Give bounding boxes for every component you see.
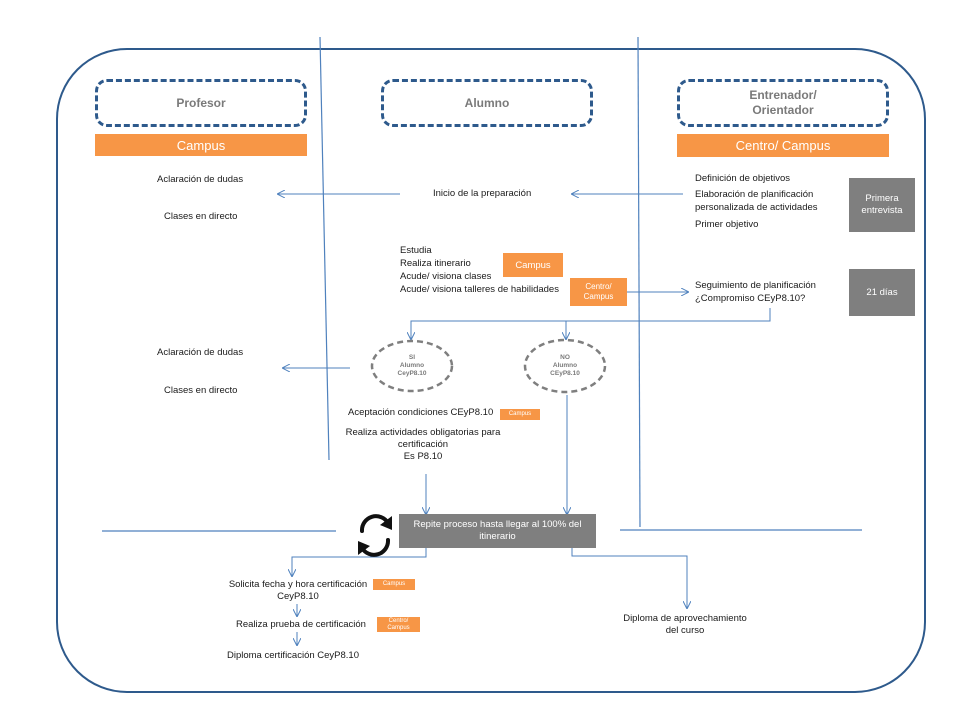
student-title: Alumno [464,95,510,110]
certification-request-badge: Campus [373,579,415,590]
decision-no-label: NO Alumno CEyP8.10 [540,354,590,378]
repeat-line2: itinerario [479,531,516,542]
decision-yes-label: SI Alumno CeyP8.10 [387,354,437,378]
certification-exam-badge: Centro/ Campus [377,617,420,632]
achievement-diploma-line2: del curso [665,625,705,636]
teacher-platform-label: Campus [176,137,226,153]
teacher-platform-bar: Campus [95,134,307,156]
decision-yes-line3: CeyP8.10 [397,370,427,377]
repeat-line1: Repite proceso hasta llegar al 100% del [413,519,582,530]
certification-request: Solicita fecha y hora certificación CeyP… [210,579,386,603]
arrow-followup-to-decisions [411,308,771,339]
repeat-process-box: Repite proceso hasta llegar al 100% del … [399,514,596,548]
certification-exam-badge-line1: Centro/ [388,617,409,624]
first-interview-line2: entrevista [861,205,903,216]
decision-yes-line1: SI [408,354,416,361]
mandatory-activities: Realiza actividades obligatorias para ce… [330,427,516,463]
teacher-live-classes-top: Clases en directo [164,211,238,222]
mandatory-line3: Es P8.10 [403,451,443,462]
teacher-title: Profesor [176,95,226,110]
coach-platform-bar: Centro/ Campus [677,134,889,157]
refresh-cycle-icon [360,514,390,557]
teacher-doubts-mid: Aclaración de dudas [157,347,244,358]
days-label: 21 días [866,286,898,298]
student-workshops: Acude/ visiona talleres de habilidades [400,284,559,295]
first-interview-line1: Primera [865,193,899,204]
certification-diploma: Diploma certificación CeyP8.10 [227,650,360,661]
followup-line2: ¿Compromiso CEyP8.10? [695,293,806,304]
column-divider-left [319,36,330,461]
certification-exam-badge-line2: Campus [387,624,410,631]
student-studies: Estudia [400,245,432,256]
coach-title-line2: Orientador [752,103,814,117]
mandatory-line1: Realiza actividades obligatorias para [345,427,501,438]
acceptance-conditions: Aceptación condiciones CEyP8.10 [348,407,494,418]
certification-request-badge-label: Campus [382,581,406,587]
mandatory-line2: certificación [397,439,449,450]
decision-yes-line2: Alumno [399,362,425,369]
campus-badge-activities-label: Campus [515,259,551,271]
prep-start-label: Inicio de la preparación [433,188,532,199]
coach-planning-line2: personalizada de actividades [695,202,818,213]
acceptance-campus-badge-label: Campus [508,411,532,417]
arrow-repeat-to-diploma [571,548,687,608]
column-header-teacher: Profesor [95,79,307,127]
column-header-student: Alumno [381,79,593,127]
certification-request-line2: CeyP8.10 [277,591,319,602]
decision-no-line1: NO [560,354,570,361]
centre-campus-badge-line2: Campus [583,292,614,301]
centre-campus-badge-activities: Centro/ Campus [570,278,627,306]
student-classes: Acude/ visiona clases [400,271,492,282]
decision-no-oval [523,338,607,394]
decision-no-line2: Alumno [552,362,578,369]
campus-badge-activities: Campus [503,253,563,277]
outer-frame [56,48,926,693]
coach-title-line1: Entrenador/ [749,88,817,102]
coach-first-goal: Primer objetivo [695,219,759,230]
days-box: 21 días [849,269,915,316]
acceptance-campus-badge: Campus [500,409,540,420]
certification-exam: Realiza prueba de certificación [236,619,366,630]
coach-platform-label: Centro/ Campus [735,138,831,153]
teacher-doubts-top: Aclaración de dudas [157,174,244,185]
centre-campus-badge-line1: Centro/ [585,282,612,291]
coach-planning-line1: Elaboración de planificación [695,189,814,200]
first-interview-box: Primera entrevista [849,178,915,232]
student-itinerary: Realiza itinerario [400,258,471,269]
column-divider-right [637,36,641,528]
column-header-coach: Entrenador/ Orientador [677,79,889,127]
achievement-diploma: Diploma de aprovechamiento del curso [605,613,765,637]
achievement-diploma-line1: Diploma de aprovechamiento [623,613,747,624]
coach-objectives: Definición de objetivos [695,173,791,184]
followup-line1: Seguimiento de planificación [695,280,816,291]
certification-request-line1: Solicita fecha y hora certificación [228,579,368,590]
decision-no-line3: CEyP8.10 [550,370,580,377]
decision-yes-oval [370,339,454,393]
arrow-repeat-to-request [292,548,427,576]
teacher-live-classes-mid: Clases en directo [164,385,238,396]
